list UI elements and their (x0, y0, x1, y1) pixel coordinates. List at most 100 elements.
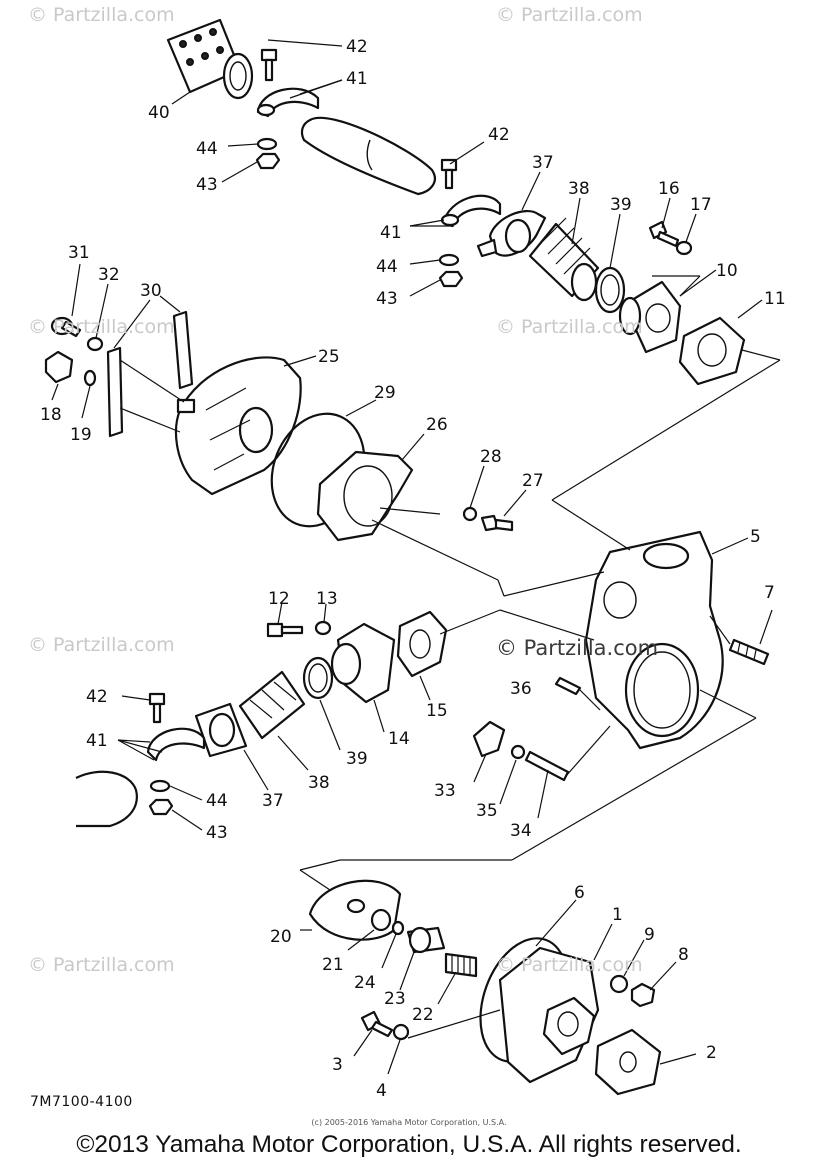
callout-41-b: 41 (380, 223, 402, 243)
part-16-bolt[interactable] (648, 220, 680, 248)
part-14-elbow[interactable] (330, 622, 396, 704)
part-1-cover[interactable] (498, 946, 600, 1084)
part-18-cap[interactable] (44, 350, 74, 384)
small-copyright: (c) 2005-2016 Yamaha Motor Corporation, … (311, 1118, 507, 1127)
watermark: © Partzilla.com (28, 634, 175, 656)
part-22-spring[interactable] (444, 952, 478, 978)
part-30-links[interactable] (106, 310, 194, 438)
part-19-pin[interactable] (83, 369, 97, 387)
part-24-o-ring[interactable] (391, 920, 405, 936)
callout-40: 40 (148, 103, 170, 123)
callout-14: 14 (388, 729, 410, 749)
callout-34: 34 (510, 821, 532, 841)
part-44-washer-mid[interactable] (438, 253, 460, 267)
part-10-outlet-flange[interactable] (618, 280, 682, 354)
callout-10: 10 (716, 261, 738, 281)
watermark: © Partzilla.com (496, 4, 643, 26)
callout-19: 19 (70, 425, 92, 445)
callout-25: 25 (318, 347, 340, 367)
part-4-washer[interactable] (392, 1023, 410, 1041)
callout-22: 22 (412, 1005, 434, 1025)
part-37-clamp-collar[interactable] (476, 209, 547, 258)
callout-38-b: 38 (308, 773, 330, 793)
callout-17: 17 (690, 195, 712, 215)
part-15-gasket[interactable] (396, 610, 448, 678)
callout-18: 18 (40, 405, 62, 425)
callout-4: 4 (376, 1081, 387, 1101)
part-43-nut-low[interactable] (148, 798, 174, 816)
part-9-washer[interactable] (609, 974, 629, 994)
watermark: © Partzilla.com (28, 4, 175, 26)
callout-11: 11 (764, 289, 786, 309)
part-3-bolt[interactable] (360, 1010, 394, 1038)
part-42-bolt-top[interactable] (260, 48, 278, 82)
callout-36: 36 (510, 679, 532, 699)
diagram-code: 7M7100-4100 (30, 1094, 133, 1110)
part-38-bellows[interactable] (528, 217, 600, 302)
part-12-bolt[interactable] (266, 622, 304, 638)
callout-16: 16 (658, 179, 680, 199)
part-31-bolt[interactable] (50, 316, 82, 338)
hose-low (75, 770, 138, 828)
part-34-stud[interactable] (524, 750, 570, 782)
part-13-washer[interactable] (314, 620, 332, 636)
part-27-bolt[interactable] (480, 514, 514, 532)
watermark: © Partzilla.com (28, 954, 175, 976)
callout-labels: 42 41 40 44 43 42 37 38 39 16 17 41 44 4… (40, 37, 786, 1101)
part-43-nut-top[interactable] (255, 152, 281, 170)
part-39-ring-mid[interactable] (302, 656, 334, 700)
callout-43-b: 43 (376, 289, 398, 309)
part-37-collar-mid[interactable] (194, 702, 248, 758)
callout-41-c: 41 (86, 731, 108, 751)
part-42-bolt-mid[interactable] (440, 158, 458, 190)
callout-29: 29 (374, 383, 396, 403)
callout-37-a: 37 (532, 153, 554, 173)
callout-32: 32 (98, 265, 120, 285)
part-5-pump-body[interactable] (584, 530, 724, 750)
part-36-stud[interactable] (554, 676, 582, 696)
callout-39-b: 39 (346, 749, 368, 769)
part-43-nut-mid[interactable] (438, 270, 464, 288)
callout-37-b: 37 (262, 791, 284, 811)
part-44-washer-top[interactable] (256, 137, 278, 151)
part-20-impeller[interactable] (308, 879, 402, 941)
part-7-stud[interactable] (728, 638, 770, 666)
callout-44-b: 44 (376, 257, 398, 277)
part-8-nut[interactable] (630, 982, 656, 1008)
callout-35: 35 (476, 801, 498, 821)
callout-27: 27 (522, 471, 544, 491)
callout-38-a: 38 (568, 179, 590, 199)
part-44-washer-low[interactable] (149, 779, 171, 793)
part-33-fitting[interactable] (472, 720, 506, 758)
callout-3: 3 (332, 1055, 343, 1075)
part-26-duct[interactable] (316, 450, 441, 542)
callout-7: 7 (764, 583, 775, 603)
part-23-shaft[interactable] (406, 926, 446, 954)
part-2-plate[interactable] (594, 1028, 662, 1096)
part-28-washer[interactable] (462, 506, 478, 522)
part-38-bellows-mid[interactable] (238, 670, 306, 740)
part-40-intake-sleeve[interactable] (166, 18, 254, 100)
part-21-washer[interactable] (370, 908, 392, 932)
part-41-clamp-low[interactable] (146, 727, 206, 762)
part-41-clamp-top[interactable] (256, 87, 320, 118)
callout-13: 13 (316, 589, 338, 609)
callout-41-a: 41 (346, 69, 368, 89)
callout-12: 12 (268, 589, 290, 609)
part-25-housing[interactable] (174, 356, 302, 496)
part-32-washer[interactable] (86, 336, 104, 352)
callout-5: 5 (750, 527, 761, 547)
part-42-bolt-low[interactable] (148, 692, 166, 724)
part-17-washer[interactable] (675, 240, 693, 256)
part-39-ring[interactable] (594, 266, 626, 314)
part-35-washer[interactable] (510, 744, 526, 760)
callout-21: 21 (322, 955, 344, 975)
callout-24: 24 (354, 973, 376, 993)
part-11-gasket[interactable] (678, 316, 746, 386)
callout-39-a: 39 (610, 195, 632, 215)
callout-42-b: 42 (488, 125, 510, 145)
part-41-clamp-mid[interactable] (440, 194, 502, 228)
callout-23: 23 (384, 989, 406, 1009)
